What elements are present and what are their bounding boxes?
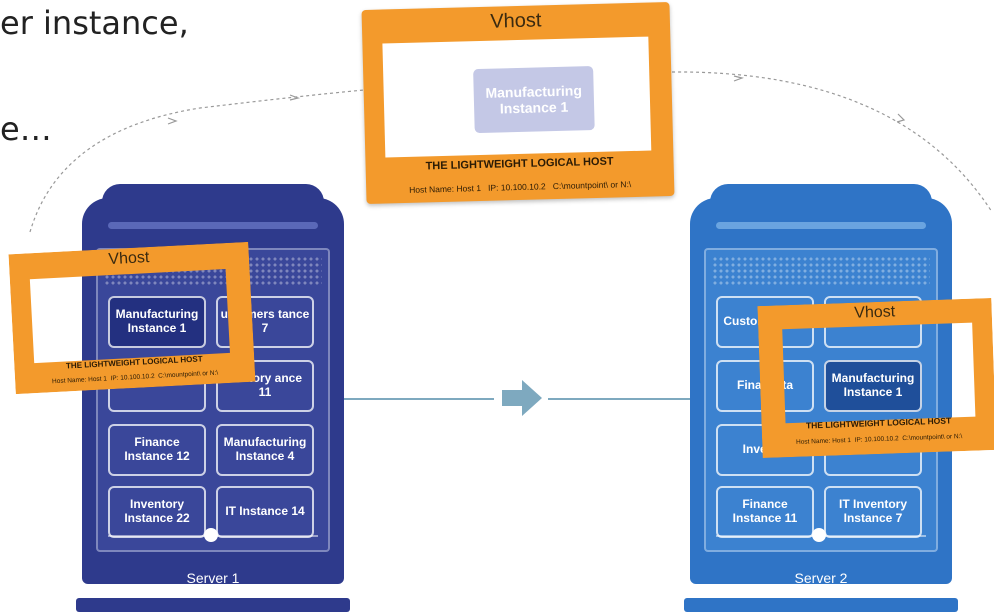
slide-text-line-2: e…	[0, 110, 52, 148]
server-name: Server 2	[794, 570, 848, 586]
server-name: Server 1	[186, 570, 240, 586]
server-slot	[108, 222, 318, 229]
vhost-frame-server-1: Vhost THE LIGHTWEIGHT LOGICAL HOST Host …	[8, 241, 256, 395]
path-arrowhead-2	[289, 94, 301, 101]
connector-line-left	[344, 398, 494, 400]
slide-text-line-1: er instance,	[0, 4, 189, 42]
instance-cell: Finance Instance 11	[716, 486, 814, 538]
vhost-mount: C:\mountpoint\ or N:\	[902, 433, 963, 443]
connector-line-right	[548, 398, 690, 400]
vhost-mount: C:\mountpoint\ or N:\	[552, 179, 632, 192]
vhost-host-name: Host Name: Host 1	[795, 436, 852, 446]
path-arrowhead-1	[167, 117, 178, 125]
instance-card: Manufacturing Instance 1	[473, 66, 595, 134]
vhost-caption: THE LIGHTWEIGHT LOGICAL HOST	[805, 415, 952, 431]
instance-cell: IT Inventory Instance 7	[824, 486, 922, 538]
vhost-caption: THE LIGHTWEIGHT LOGICAL HOST	[425, 155, 614, 173]
vhost-mount: C:\mountpoint\ or N:\	[158, 369, 219, 380]
vhost-frame-transit: Vhost Manufacturing Instance 1 THE LIGHT…	[361, 2, 675, 204]
server-slot	[716, 222, 926, 229]
vhost-frame-server-2: Vhost THE LIGHTWEIGHT LOGICAL HOST Host …	[757, 297, 994, 459]
vhost-window: Manufacturing Instance 1	[382, 36, 652, 158]
path-arrowhead-4	[896, 113, 906, 123]
server-grill	[712, 256, 930, 286]
instance-cell: Inventory Instance 22	[108, 486, 206, 538]
vhost-meta: Host Name: Host 1 IP: 10.100.10.2 C:\mou…	[762, 432, 994, 447]
vhost-ip: IP: 10.100.10.2	[110, 372, 155, 383]
server-power-dot	[812, 528, 826, 542]
vhost-host-name: Host Name: Host 1	[51, 375, 108, 386]
instance-cell: Finance Instance 12	[108, 424, 206, 476]
server-subtitle: (physical, virtual, or cloud)	[762, 586, 880, 597]
instance-cell: IT Instance 14	[216, 486, 314, 538]
server-base	[76, 598, 350, 612]
vhost-meta: Host Name: Host 1 IP: 10.100.10.2 C:\mou…	[366, 178, 674, 196]
vhost-ip: IP: 10.100.10.2	[854, 435, 899, 444]
vhost-title: Vhost	[853, 303, 896, 322]
server-base	[684, 598, 958, 612]
server-power-dot	[204, 528, 218, 542]
vhost-host-name: Host Name: Host 1	[409, 182, 482, 195]
vhost-title: Vhost	[489, 9, 542, 33]
server-subtitle: (physical, virtual, or cloud)	[154, 586, 272, 597]
path-arrowhead-3	[733, 75, 745, 82]
vhost-ip: IP: 10.100.10.2	[487, 181, 546, 193]
move-arrow-icon	[502, 380, 542, 416]
instance-cell: Manufacturing Instance 4	[216, 424, 314, 476]
server-label: Server 1 (physical, virtual, or cloud)	[82, 570, 344, 597]
server-label: Server 2 (physical, virtual, or cloud)	[690, 570, 952, 597]
